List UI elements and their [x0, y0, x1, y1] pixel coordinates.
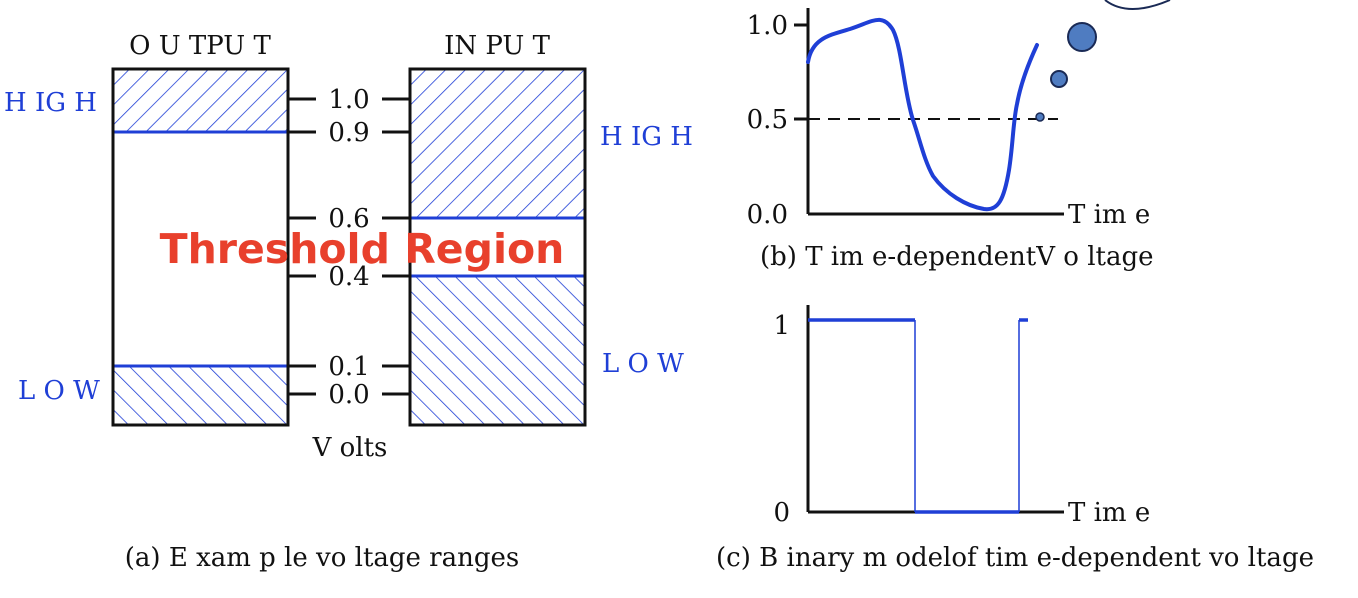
tick-label-0-1: 0.1 [328, 352, 369, 382]
panel-b: 1.0 0.5 0.0 T im e (b) T im e-dependentV… [747, 0, 1171, 272]
y-tick-label-0-0: 0.0 [747, 200, 788, 230]
y-tick-label-1-0: 1.0 [747, 11, 788, 41]
output-low-label: L O W [18, 376, 100, 406]
thought-cloud-edge [1104, 0, 1171, 10]
time-axis-label-b: T im e [1068, 200, 1150, 230]
volts-axis-label: V olts [312, 433, 388, 463]
thought-bubble-large [1067, 22, 1097, 52]
input-column [408, 67, 587, 427]
tick-label-0-9: 0.9 [328, 118, 369, 148]
caption-b: (b) T im e-dependentV o ltage [760, 242, 1154, 272]
output-column [111, 67, 290, 427]
voltage-curve [806, 17, 1039, 212]
output-low-zone [113, 366, 288, 425]
input-low-zone [410, 276, 585, 425]
caption-a: (a) E xam p le vo ltage ranges [125, 543, 519, 573]
thought-bubbles [1035, 0, 1171, 122]
tick-label-0-6: 0.6 [328, 204, 369, 234]
panel-a: O U TPU T IN PU T H IG H L O W H IG H L … [4, 31, 693, 573]
input-high-zone [410, 69, 585, 218]
thought-bubble-small [1035, 112, 1045, 122]
input-low-label: L O W [602, 349, 684, 379]
y-tick-label-0-5: 0.5 [747, 105, 788, 135]
binary-signal [808, 318, 1028, 514]
threshold-region-label: Threshold Region [160, 225, 565, 273]
voltage-ticks: 1.0 0.9 0.6 0.4 0.1 0.0 [288, 85, 410, 410]
tick-label-1-0: 1.0 [328, 85, 369, 115]
panel-c: 1 0 T im e (c) B inary m odelof tim e-de… [716, 305, 1314, 573]
input-box [408, 67, 587, 427]
output-high-label: H IG H [4, 88, 97, 118]
tick-label-0-0: 0.0 [328, 380, 369, 410]
y-tick-label-1: 1 [773, 311, 790, 341]
time-axis-label-c: T im e [1068, 498, 1150, 528]
output-high-zone [113, 69, 288, 132]
thought-bubble-medium [1050, 70, 1068, 88]
input-high-label: H IG H [600, 122, 693, 152]
caption-c: (c) B inary m odelof tim e-dependent vo … [716, 543, 1314, 573]
tick-label-0-4: 0.4 [328, 262, 369, 292]
y-tick-label-0: 0 [773, 498, 790, 528]
output-box [111, 67, 290, 427]
input-header: IN PU T [444, 31, 550, 61]
output-header: O U TPU T [129, 31, 271, 61]
